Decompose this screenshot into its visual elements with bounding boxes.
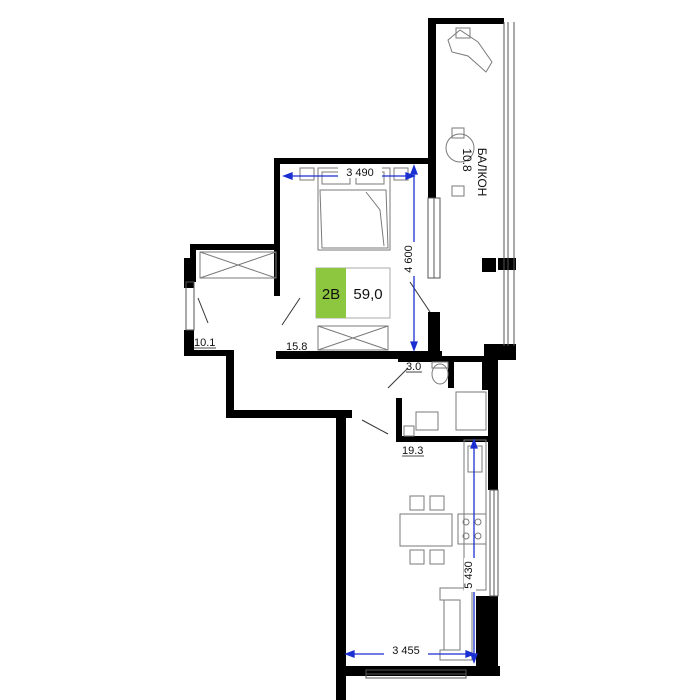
- shower: [455, 391, 487, 431]
- dim-bedroom-depth-arrow-b: [410, 341, 418, 352]
- hall-wall-bottom: [184, 350, 232, 356]
- badge-total-area: 59,0: [353, 286, 382, 303]
- stove: [457, 513, 487, 545]
- dining-chair-4: [429, 549, 445, 565]
- kitchen-sink: [467, 445, 483, 473]
- living-wall-left: [336, 410, 346, 700]
- living-wall-right-lower: [476, 596, 498, 676]
- hall-wall-top: [190, 244, 280, 250]
- bath-wall-top: [398, 356, 488, 362]
- balcony-chair-top: [451, 127, 465, 139]
- label-hall-area: 10.1: [194, 337, 215, 349]
- sofa-cushion: [443, 599, 461, 651]
- label-balcony-area: 10.8: [460, 148, 474, 172]
- toilet: [431, 363, 449, 385]
- balcony-wall-left-upper: [428, 18, 436, 198]
- room-labels: 10.1 15.8 3.0 19.3 БАЛКОН 10.8: [194, 148, 489, 457]
- living-pillar: [476, 596, 498, 610]
- dining-chair-1: [409, 495, 425, 511]
- label-kitchen-depth: 5 430: [463, 561, 475, 589]
- balcony-chair-bottom: [451, 185, 465, 197]
- bedroom-wardrobe: [317, 325, 389, 351]
- dim-kitchen-depth-arrow-t: [470, 438, 478, 449]
- bed-blanket: [319, 189, 389, 249]
- dining-chair-2: [429, 495, 445, 511]
- label-bedroom-area: 15.8: [286, 341, 307, 353]
- bath-wall-left: [396, 398, 402, 442]
- balcony-corner: [498, 258, 516, 270]
- balcony-lounger-head: [455, 27, 471, 39]
- toilet-tank: [431, 361, 449, 369]
- stove-burner-4: [474, 532, 482, 540]
- badge-code: 2В: [322, 286, 340, 303]
- dining-table: [399, 513, 453, 547]
- bedroom-wardrobe-x2: [317, 325, 389, 351]
- bath-door: [387, 367, 409, 389]
- bedroom-wall-top: [274, 158, 434, 164]
- balcony-table: [445, 133, 475, 163]
- hall-window: [185, 281, 195, 331]
- balcony-wall-top: [428, 18, 504, 24]
- corridor-wall-bottom: [226, 410, 352, 418]
- label-bedroom-depth: 4 600: [403, 245, 415, 273]
- stove-burner-3: [462, 532, 470, 540]
- dining-chair-3: [409, 549, 425, 565]
- stove-burner-2: [474, 518, 482, 526]
- balcony-pillar: [482, 258, 496, 272]
- sofa: [439, 587, 473, 661]
- living-door: [361, 419, 389, 435]
- dim-kitchen-width-arrow-r: [465, 650, 476, 658]
- badge-code-bg: [316, 268, 346, 318]
- living-wall-right-upper: [488, 360, 498, 490]
- hall-door: [197, 297, 209, 324]
- bed-fold: [365, 191, 385, 247]
- hall-wall-left-bottom: [184, 330, 194, 356]
- bath-wall-bottom: [396, 436, 488, 442]
- furniture: [199, 27, 493, 661]
- windows: [185, 22, 515, 679]
- balcony-bottom: [484, 344, 516, 360]
- bath-sink: [415, 411, 439, 431]
- corridor-wall-left: [226, 350, 234, 416]
- balcony-door: [409, 281, 431, 313]
- label-balcony-name: БАЛКОН: [475, 148, 489, 197]
- hall-wardrobe: [199, 251, 277, 279]
- hall-wardrobe-x2: [199, 251, 277, 279]
- bedroom-wall-bottom: [276, 351, 442, 359]
- stove-burner-1: [462, 518, 470, 526]
- balcony-wall-left-lower: [428, 312, 440, 354]
- walls: [184, 18, 516, 700]
- living-wall-bottom: [336, 666, 500, 676]
- dim-bedroom-depth-arrow-t: [410, 164, 418, 175]
- area-badge: 2В 59,0: [315, 267, 391, 319]
- bedroom-wall-left: [274, 158, 280, 296]
- hall-nib-left: [184, 258, 194, 288]
- doors: [197, 281, 431, 435]
- label-bathroom-area: 3.0: [406, 361, 421, 373]
- bedroom-door: [281, 297, 301, 326]
- bath-wall-mid: [448, 360, 454, 388]
- dim-bedroom-width-arrow-l: [282, 172, 293, 180]
- dim-bedroom-width-arrow-r: [405, 172, 416, 180]
- balcony-lounger: [447, 29, 493, 73]
- washer: [403, 425, 415, 437]
- dim-kitchen-width-arrow-l: [344, 650, 355, 658]
- label-kitchen-width: 3 455: [392, 645, 420, 657]
- dimension-labels: 3 490 4 600 5 430 3 455: [338, 166, 476, 657]
- bath-wall-right: [482, 356, 490, 390]
- nightstand-left: [299, 167, 315, 181]
- label-kitchen-living-area: 19.3: [402, 445, 423, 457]
- label-bedroom-width: 3 490: [346, 167, 374, 179]
